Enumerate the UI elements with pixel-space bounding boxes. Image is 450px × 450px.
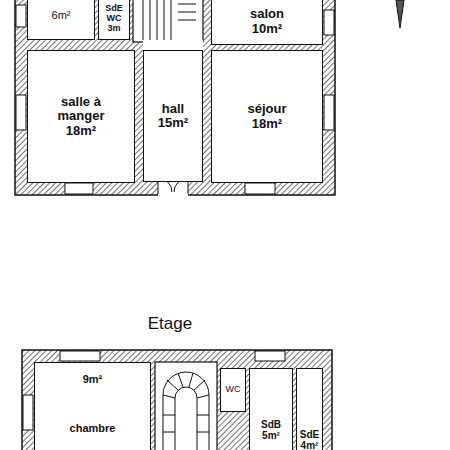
room-label: 18m² <box>66 124 96 138</box>
room: SdE4m² <box>296 368 323 450</box>
room: 9m² chambre <box>34 362 151 450</box>
room-label: 4m² <box>301 440 319 450</box>
floor-heading: Etage <box>120 314 220 334</box>
room-label: séjour <box>247 102 286 116</box>
room: SdEWC3m <box>98 0 130 40</box>
room-label: SdB <box>261 419 281 430</box>
room: salon10m² <box>211 0 323 45</box>
room-label: 18m² <box>252 117 282 131</box>
room: séjour18m² <box>211 50 323 183</box>
room: salle à manger18m² <box>27 50 135 183</box>
room-label: salle à manger <box>36 95 126 124</box>
room: hall15m² <box>143 50 203 182</box>
room: 6m² <box>27 0 95 40</box>
room-label: 9m² <box>83 373 103 385</box>
room: SdB5m² <box>249 368 293 450</box>
room-label: 3m <box>107 24 120 34</box>
room-label: SdE <box>300 429 319 440</box>
room-label: 10m² <box>252 22 282 36</box>
room-label: 15m² <box>158 116 188 130</box>
room-label: WC <box>226 385 241 395</box>
room-label: chambre <box>70 422 116 434</box>
room-label: salon <box>250 7 284 21</box>
room-label: hall <box>162 102 184 116</box>
room-label: WC <box>107 14 122 24</box>
room-label: 6m² <box>52 9 71 21</box>
room-label: 5m² <box>262 430 280 441</box>
room-label: SdE <box>105 4 123 14</box>
room: WC <box>220 368 246 412</box>
